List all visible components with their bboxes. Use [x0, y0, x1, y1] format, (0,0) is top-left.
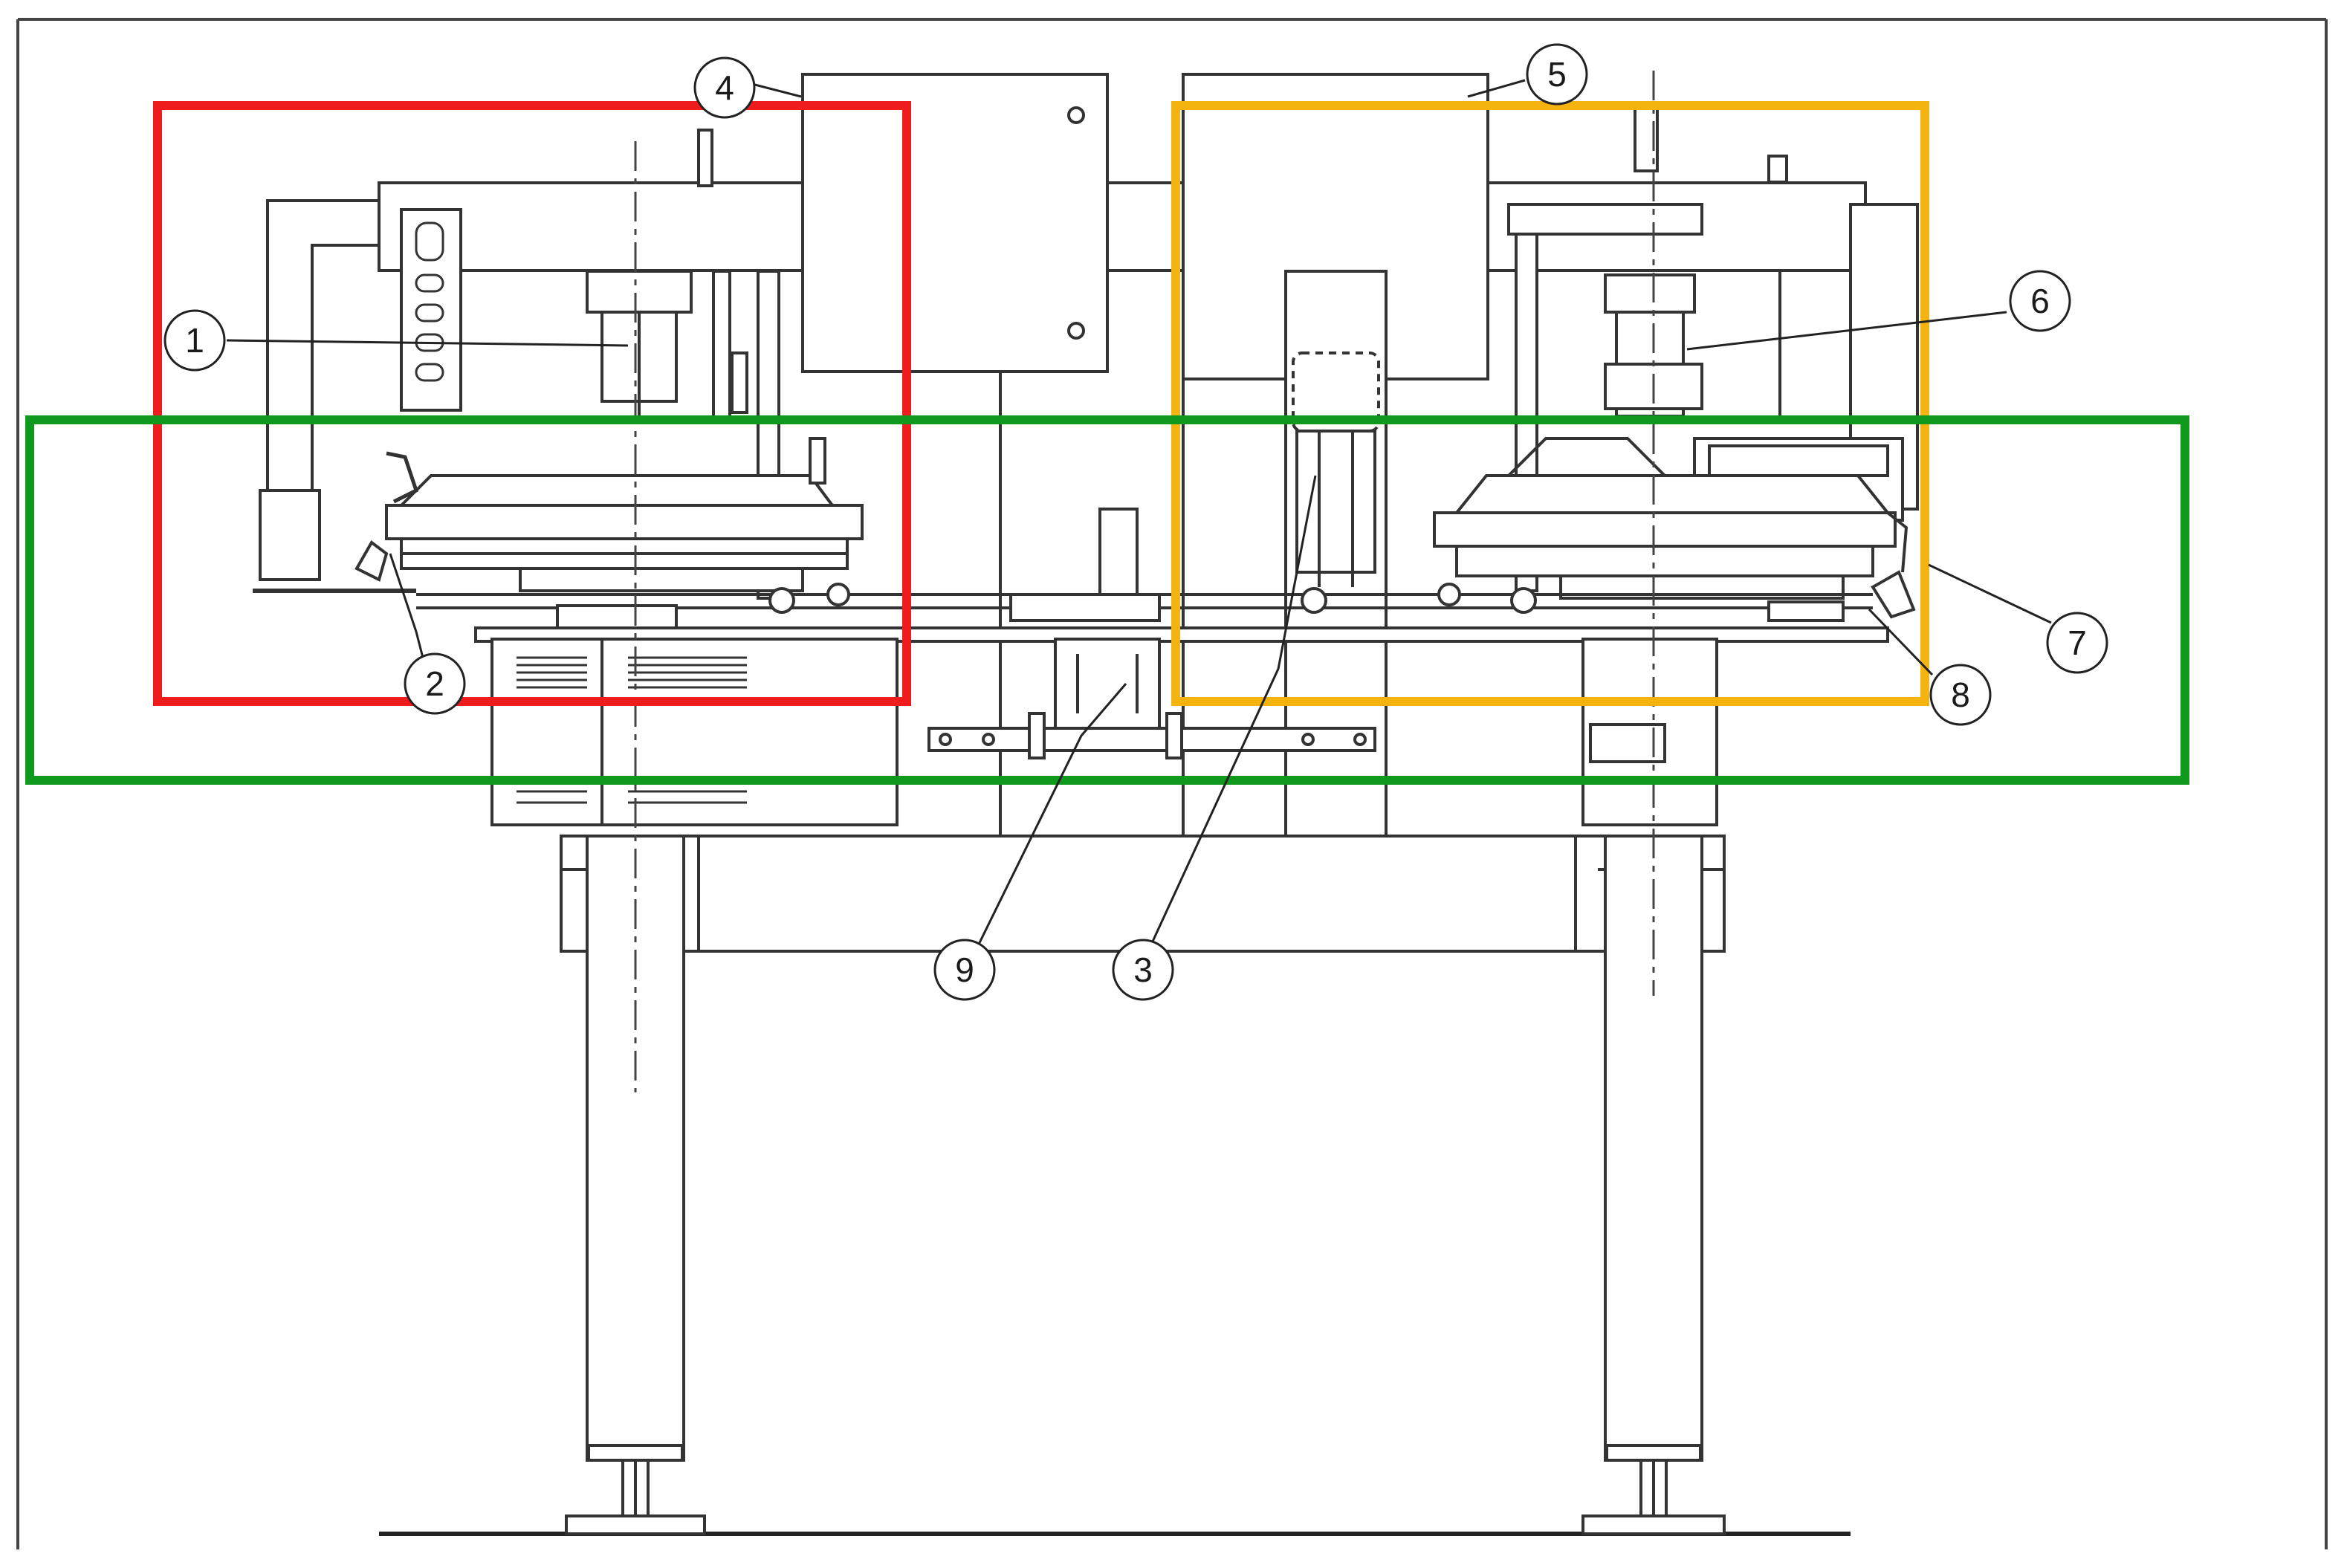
transfer-rail — [416, 508, 1889, 643]
base-frame — [560, 835, 1726, 953]
center-lines — [634, 71, 1655, 1092]
highlight-boxes — [25, 101, 2189, 785]
carousel-band-highlight — [25, 415, 2189, 785]
callout-label: 1 — [185, 321, 204, 360]
leader-lines — [226, 79, 2052, 963]
callout-9: 9 — [933, 939, 996, 1001]
left-module-highlight — [153, 101, 911, 706]
callout-label: 6 — [2030, 282, 2050, 320]
machine-frame — [253, 73, 1919, 1535]
sheet-border — [16, 18, 2328, 1549]
left-pipe-box — [259, 489, 321, 581]
callout-label: 4 — [715, 68, 734, 107]
left-turntable — [354, 437, 864, 592]
callout-label: 5 — [1547, 55, 1567, 94]
callout-3: 3 — [1112, 939, 1174, 1001]
mounting-bar — [927, 727, 1376, 752]
panel-4 — [801, 73, 1109, 373]
callout-2: 2 — [404, 652, 466, 715]
callout-5: 5 — [1526, 43, 1588, 106]
callout-label: 2 — [425, 664, 444, 703]
left-elbow-pipe — [266, 199, 379, 580]
electrical-cabinet — [491, 638, 899, 826]
left-leg — [586, 835, 685, 1462]
right-turntable — [1433, 437, 1916, 619]
callout-7: 7 — [2046, 612, 2108, 674]
callout-6: 6 — [2009, 270, 2071, 332]
callout-label: 8 — [1951, 676, 1970, 714]
callout-4: 4 — [693, 56, 756, 119]
callout-1: 1 — [164, 309, 226, 372]
slotted-bracket — [400, 208, 462, 412]
callout-label: 3 — [1133, 950, 1153, 989]
callout-8: 8 — [1929, 664, 1992, 726]
callout-label: 7 — [2068, 623, 2087, 662]
right-module-highlight — [1171, 101, 1929, 706]
gearbox — [1054, 638, 1161, 730]
callout-label: 9 — [955, 950, 974, 989]
